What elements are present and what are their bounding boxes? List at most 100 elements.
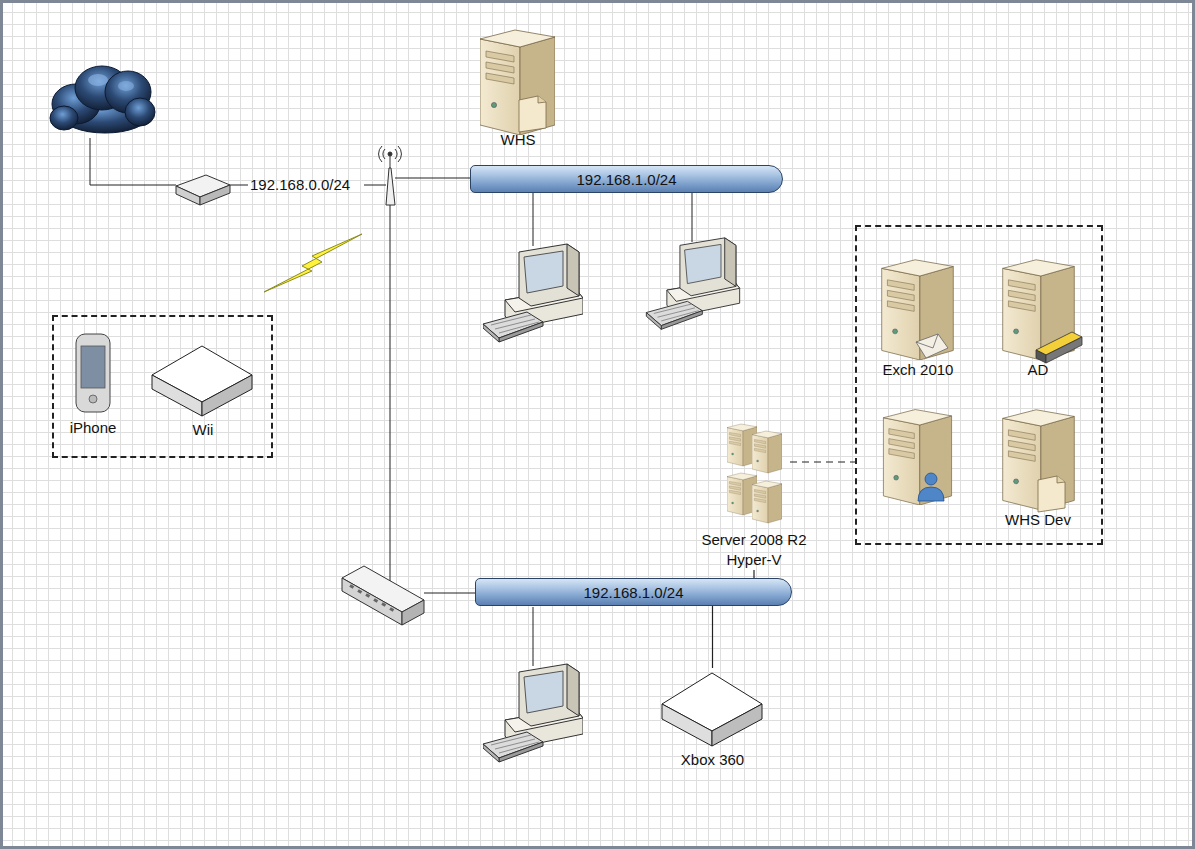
wan-wire [364,185,386,186]
mail-envelope [916,334,948,358]
iphone-device [76,334,110,412]
lan-wire [424,593,476,594]
console-node: Wii [148,340,258,440]
switch [349,584,354,589]
network-band: 192.168.1.0/24 [475,578,792,606]
switch [373,598,378,603]
console-box [202,375,252,416]
access-point [388,152,392,156]
modem [176,186,200,205]
network-band: 192.168.1.0/24 [470,165,783,193]
wireless-bolt [264,234,362,292]
server-tower [883,410,951,505]
console-box [712,704,762,746]
hyper-v-cluster [727,424,782,523]
server-tower [882,260,954,360]
switch [357,589,362,594]
console-box [152,375,202,416]
server-node: WHS Dev [988,402,1088,530]
host-node: Server 2008 R2 Hyper-V [718,418,790,570]
node-text: iPhone [62,418,124,438]
desktop-pc [483,244,583,342]
switch [342,578,402,625]
access-point [379,146,382,162]
wan-wire [230,185,248,186]
internet-cloud [50,106,78,130]
access-point [386,168,395,205]
iphone-device [89,395,97,403]
node-text: 192.168.1.0/24 [583,584,683,601]
switch [349,584,394,612]
user-icon [925,473,937,485]
user-icon [918,487,944,501]
console-box [662,704,712,746]
iphone-device [81,346,105,388]
modem [176,175,230,205]
document-overlay [519,96,1065,512]
access-point [379,146,402,205]
lan-wire [692,193,693,242]
internet-cloud [88,74,108,86]
document-overlay [1038,476,1065,512]
node-text: Server 2008 R2 Hyper-V [689,530,819,570]
network-link [790,461,855,462]
switch [381,602,386,607]
node-text: 192.168.1.0/24 [576,171,676,188]
server-tower [480,30,555,135]
console-node: Xbox 360 [655,668,770,770]
switch [342,566,424,625]
access-point [398,146,401,162]
node-text: Exch 2010 [868,360,968,380]
access-point [395,149,397,159]
server-node: AD [988,252,1088,380]
mail-envelope [916,334,938,348]
phone-node: iPhone [62,330,124,438]
lan-wire [390,204,391,590]
server-node: WHS [470,22,566,150]
internet-cloud [118,81,134,91]
server-node: Exch 2010 [868,252,968,380]
directory-card [1046,337,1082,363]
internet-cloud [50,66,155,133]
iphone-device [76,334,110,412]
mail-envelope [916,334,948,358]
access-point [390,156,391,168]
lan-wire [395,178,472,179]
desktop-pc [646,238,739,329]
vm-group: Exch 2010 AD WHS Dev [855,225,1103,545]
wireless-group: iPhone Wii [52,315,273,458]
lan-wire [533,193,534,246]
node-text: WHS Dev [988,510,1088,530]
document-overlay [538,96,546,103]
hyper-v-cluster [752,431,782,473]
document-overlay [519,96,546,132]
node-text: Wii [148,420,258,440]
directory-card [1036,332,1082,363]
node-text: AD [988,360,1088,380]
modem [200,185,230,205]
subnet-label: 192.168.0.0/24 [250,175,350,195]
wan-wire [90,138,176,185]
node-text: Xbox 360 [655,750,770,770]
internet-cloud [125,98,155,126]
switch [389,607,394,612]
lan-wire [533,607,534,666]
desktop-pc [483,664,583,762]
access-point [383,149,385,159]
user-icon [918,473,944,501]
network-link [712,606,713,668]
wireless-bolt [264,234,362,292]
document-overlay [1057,476,1065,483]
switch [402,600,424,625]
network-link [753,570,754,578]
switch [365,593,370,598]
server-tower [480,30,1074,510]
node-text: WHS [470,130,566,150]
hyper-v-cluster [752,481,782,523]
console-box [152,346,762,746]
